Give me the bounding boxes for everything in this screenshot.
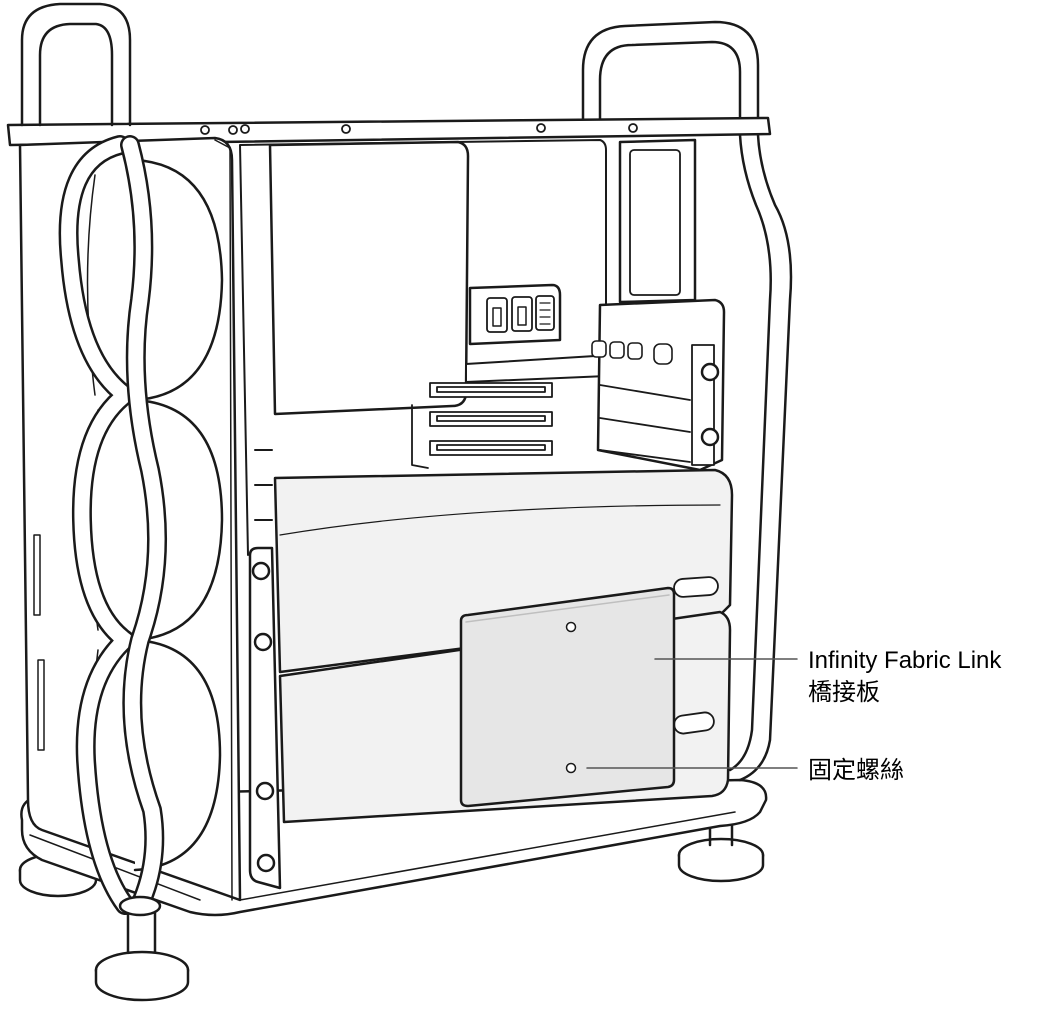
screws-label: 固定螺絲 [808,757,904,784]
bridge-screw-top [565,621,577,633]
chassis-wall [239,139,607,556]
infinity-fabric-link-bridge [459,586,676,808]
back-foot-right [677,788,765,883]
chassis-rail [248,449,282,890]
right-handle [581,20,793,782]
front-foot [94,910,190,1002]
bridge-screw-bottom [565,762,577,774]
pcie-slots [411,382,553,469]
left-handle [20,2,167,917]
port-panel [468,283,562,346]
upper-module [268,140,470,416]
fan-housing [18,136,242,902]
pcie-bracket [591,138,726,472]
bridge-label-line2: 橋接板 [808,679,880,706]
bridge-label-line1: Infinity Fabric Link [808,647,1002,674]
